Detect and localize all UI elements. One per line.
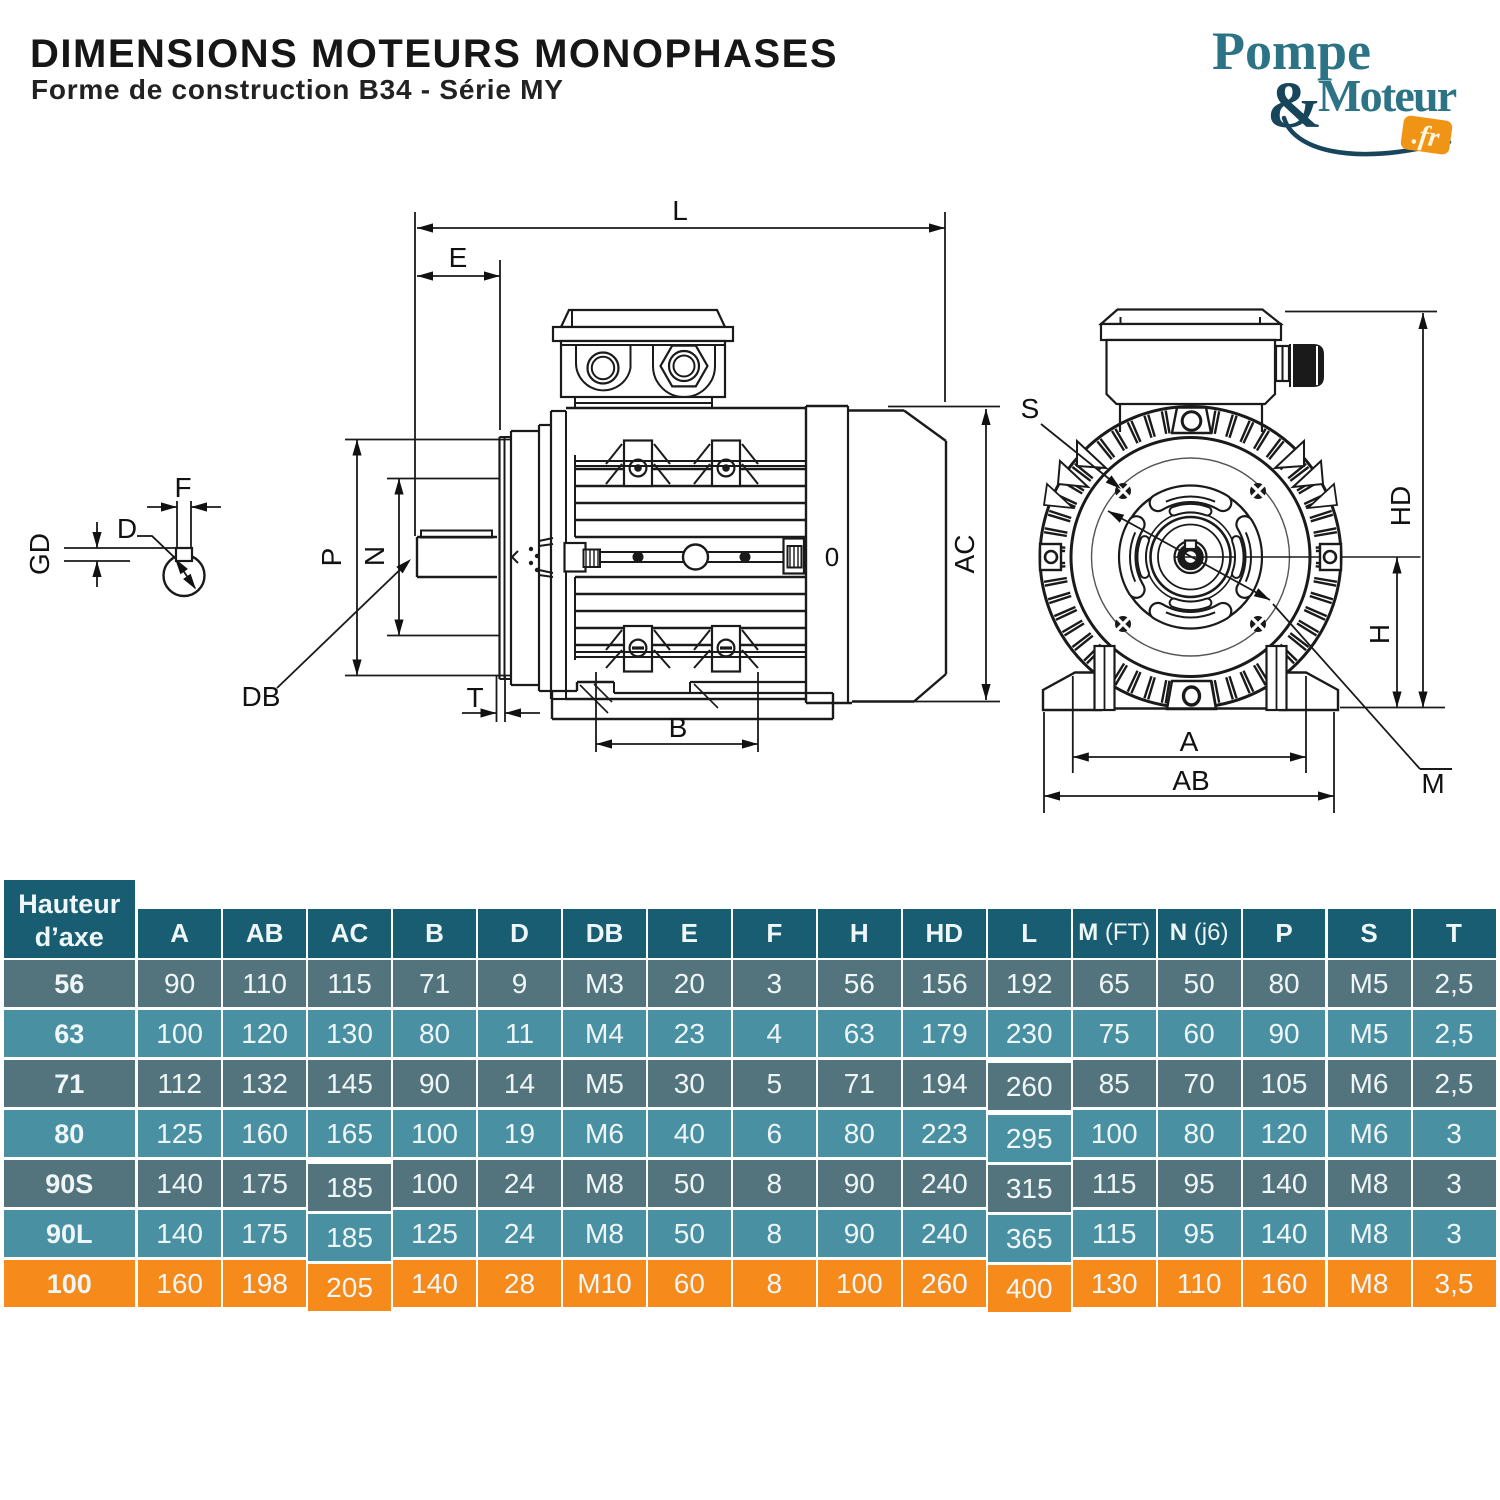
svg-text:.fr: .fr (1410, 119, 1442, 154)
svg-text:AC: AC (949, 535, 980, 574)
svg-text:A: A (1180, 726, 1199, 757)
svg-text:Moteur: Moteur (1318, 70, 1457, 121)
svg-text:GD: GD (24, 533, 55, 575)
svg-text:E: E (449, 242, 468, 273)
svg-text:B: B (669, 712, 688, 743)
svg-text:L: L (672, 195, 688, 226)
svg-text:DB: DB (242, 681, 281, 712)
svg-text:0: 0 (825, 542, 839, 572)
svg-text:P: P (316, 548, 347, 567)
svg-text:T: T (466, 682, 483, 713)
svg-text:M: M (1421, 768, 1444, 799)
svg-text:F: F (174, 472, 191, 503)
svg-text:N: N (359, 546, 390, 566)
svg-text:&: & (1267, 69, 1322, 142)
svg-text:D: D (117, 513, 137, 544)
svg-text:H: H (1364, 624, 1395, 644)
svg-text:HD: HD (1385, 486, 1416, 526)
svg-text:S: S (1021, 393, 1040, 424)
svg-text:Pompe: Pompe (1212, 21, 1371, 81)
svg-text:AB: AB (1172, 765, 1209, 796)
